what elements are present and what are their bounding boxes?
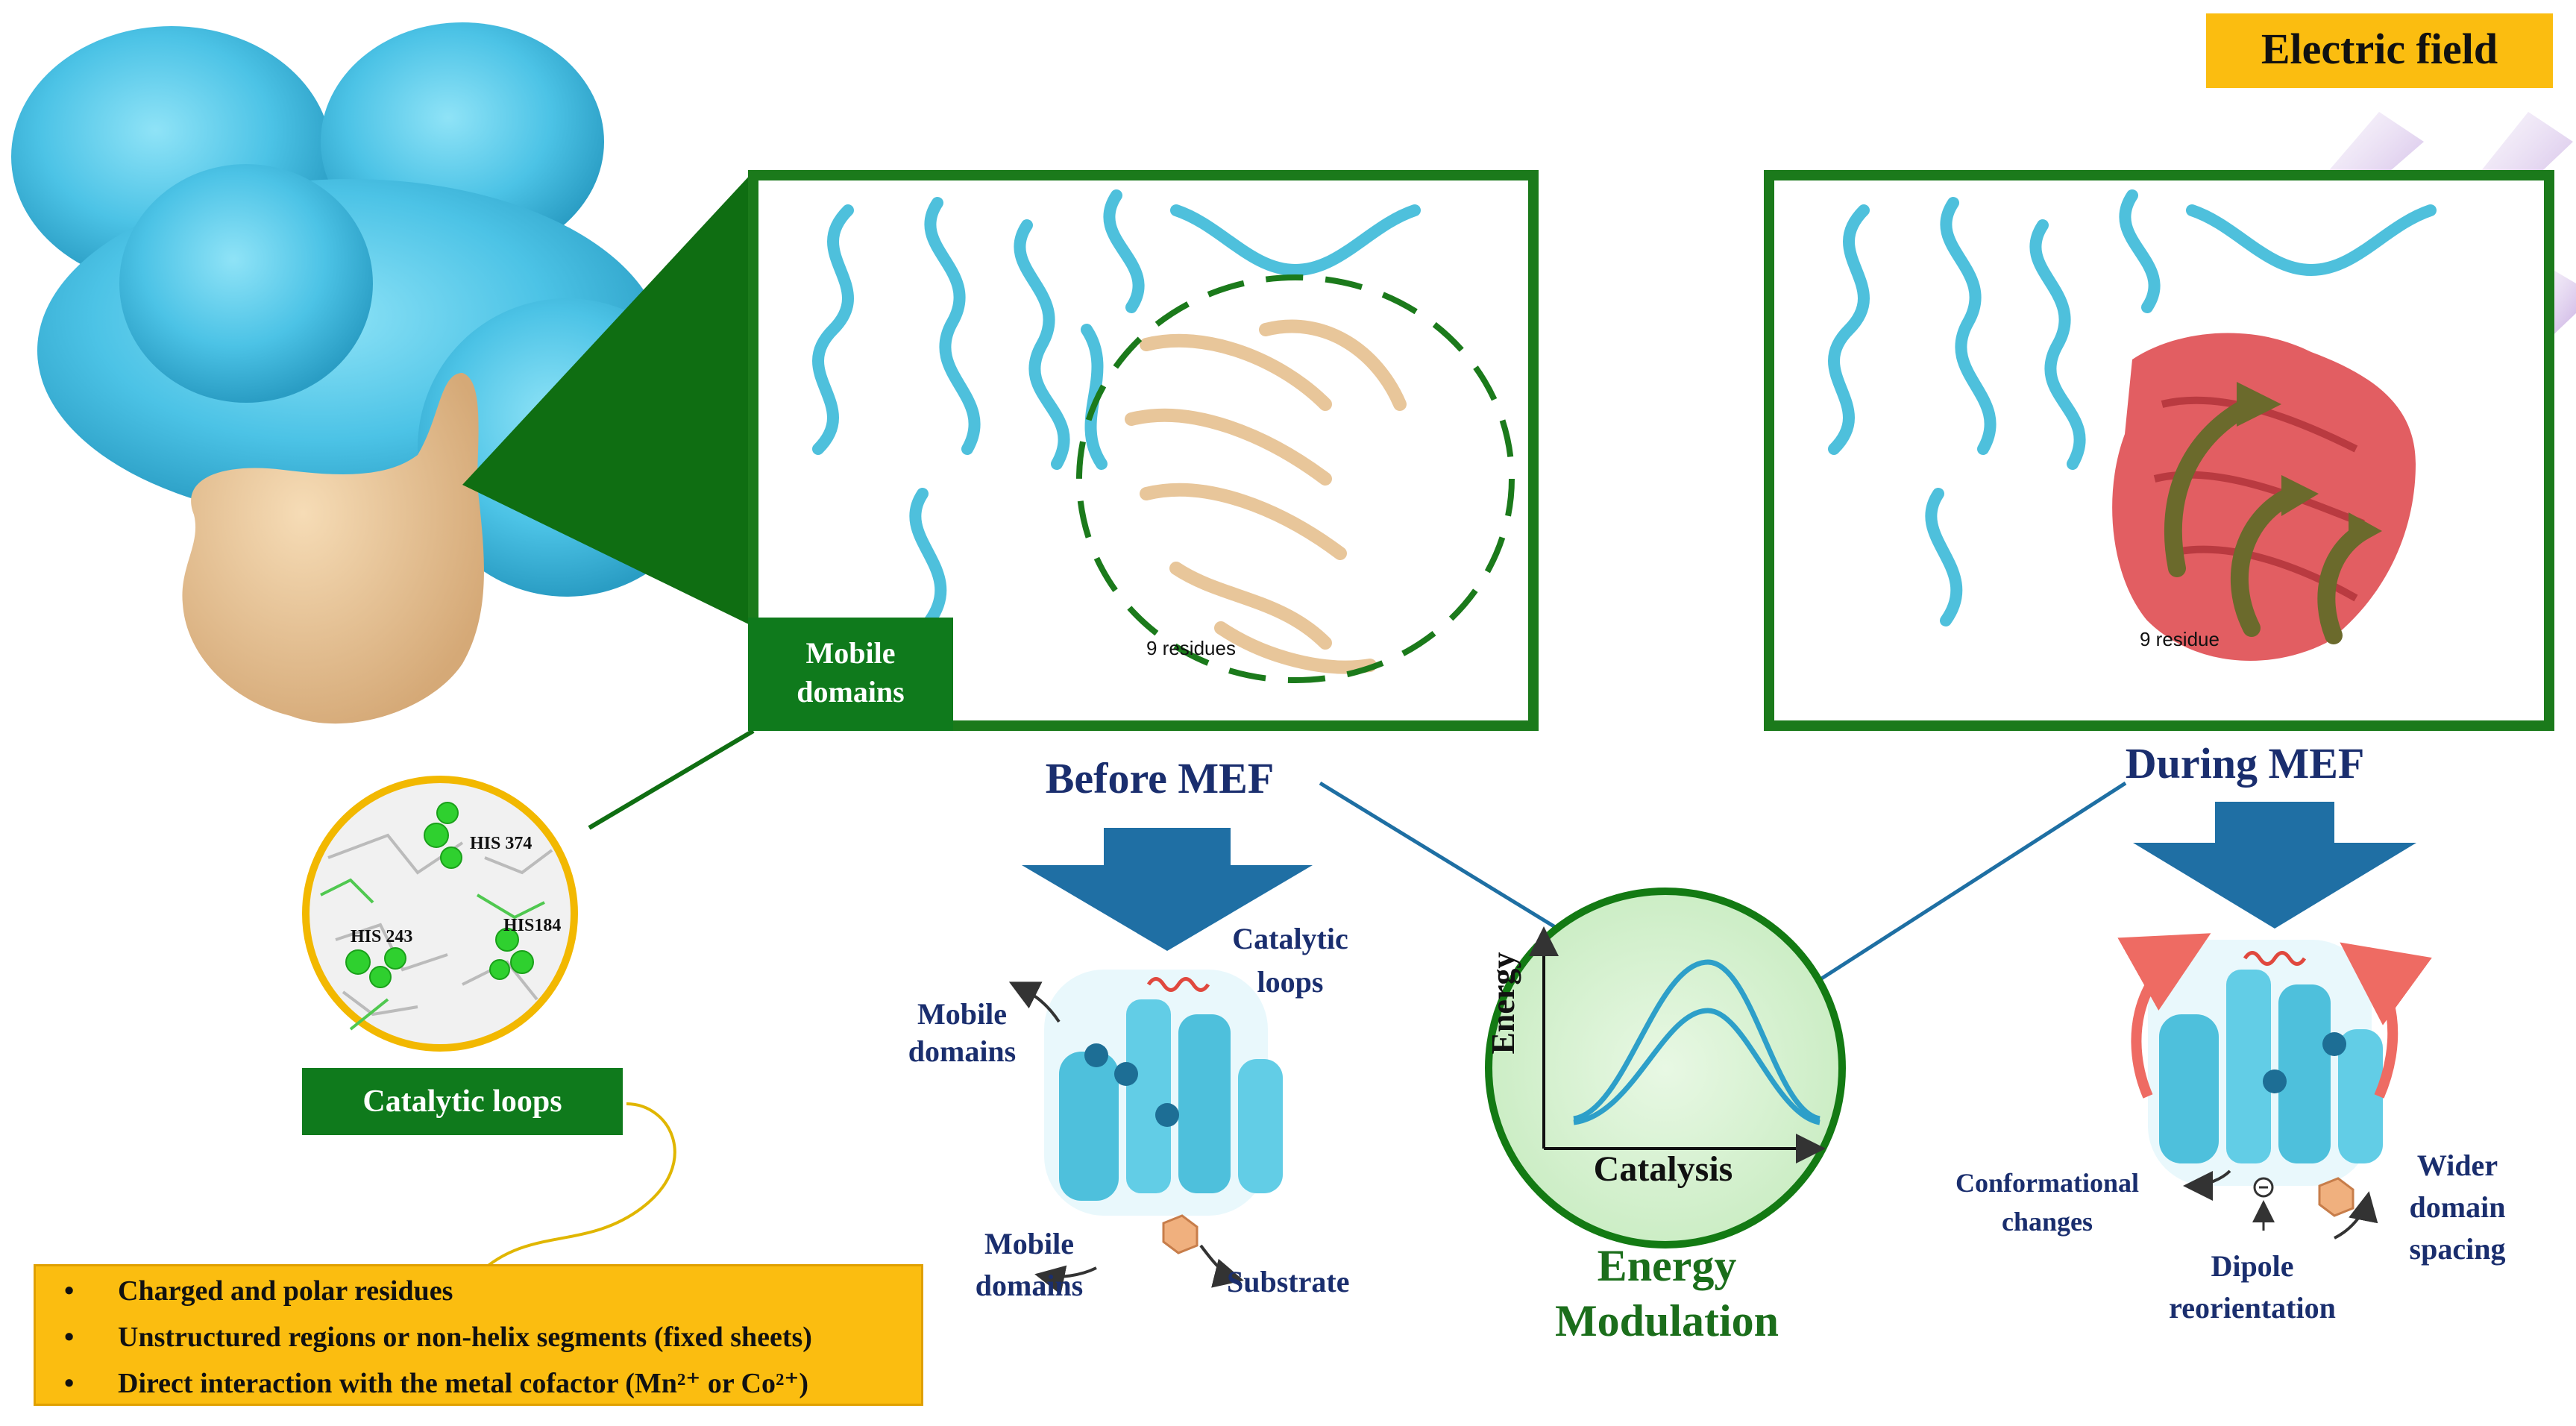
before-label-mobile-bottom: Mobile domains <box>975 1227 1084 1302</box>
residue-label-his184: HIS184 <box>503 916 562 935</box>
criteria-item: •Direct interaction with the metal cofac… <box>64 1368 809 1399</box>
structure-residue-label: 9 residues <box>1146 637 1236 659</box>
during-structure-ribbons <box>1828 189 2437 661</box>
before-mef-title: Before MEF <box>1045 754 1275 802</box>
during-cartoon <box>2117 933 2432 1240</box>
plot-ylabel: Energy <box>1485 952 1521 1055</box>
mobile-domains-tag-line1: Mobile <box>805 636 896 670</box>
criteria-list: •Charged and polar residues •Unstructure… <box>36 1268 921 1407</box>
catalytic-loops-tag: Catalytic loops <box>302 1068 623 1135</box>
during-structure-frame: 9 residue <box>1764 170 2554 731</box>
energy-modulation-caption: Energy Modulation <box>1554 1241 1779 1345</box>
zoom-connector <box>588 729 755 830</box>
criteria-item: •Charged and polar residues <box>64 1275 453 1307</box>
mobile-domain-surface <box>182 373 484 724</box>
before-label-mobile-top: Mobile domains <box>908 997 1017 1068</box>
plot-xlabel: Catalysis <box>1593 1149 1733 1189</box>
mobile-domains-tag: Mobile domains <box>748 618 953 731</box>
energy-circle <box>1485 888 1846 1248</box>
electric-field-badge <box>2206 13 2553 88</box>
catalytic-zoom-circle <box>302 776 578 1052</box>
during-label-wider: Wider domain spacing <box>2409 1149 2506 1266</box>
electric-field-label: Electric field <box>2261 25 2498 73</box>
during-down-arrow <box>2133 802 2416 929</box>
structure-residue-label-right: 9 residue <box>2140 628 2220 650</box>
energy-plot <box>1529 926 1826 1163</box>
residue-label-his374: HIS 374 <box>470 834 533 853</box>
before-cartoon <box>1008 970 1283 1295</box>
yellow-connector <box>468 1102 676 1284</box>
criteria-item: •Unstructured regions or non-helix segme… <box>64 1322 812 1353</box>
mobile-domains-tag-line2: domains <box>797 675 905 709</box>
before-label-catalytic: Catalytic loops <box>1232 922 1348 999</box>
during-label-dipole: Dipole reorientation <box>2169 1249 2336 1325</box>
catalytic-loops-criteria-box: •Charged and polar residues •Unstructure… <box>34 1264 923 1406</box>
residue-label-his243: HIS 243 <box>351 927 413 946</box>
zoom-wedge <box>462 172 753 626</box>
during-label-conformational: Conformational changes <box>1955 1168 2139 1237</box>
before-down-arrow <box>1022 828 1313 951</box>
during-mef-title: During MEF <box>2125 739 2365 788</box>
before-label-substrate: Substrate <box>1227 1265 1350 1298</box>
